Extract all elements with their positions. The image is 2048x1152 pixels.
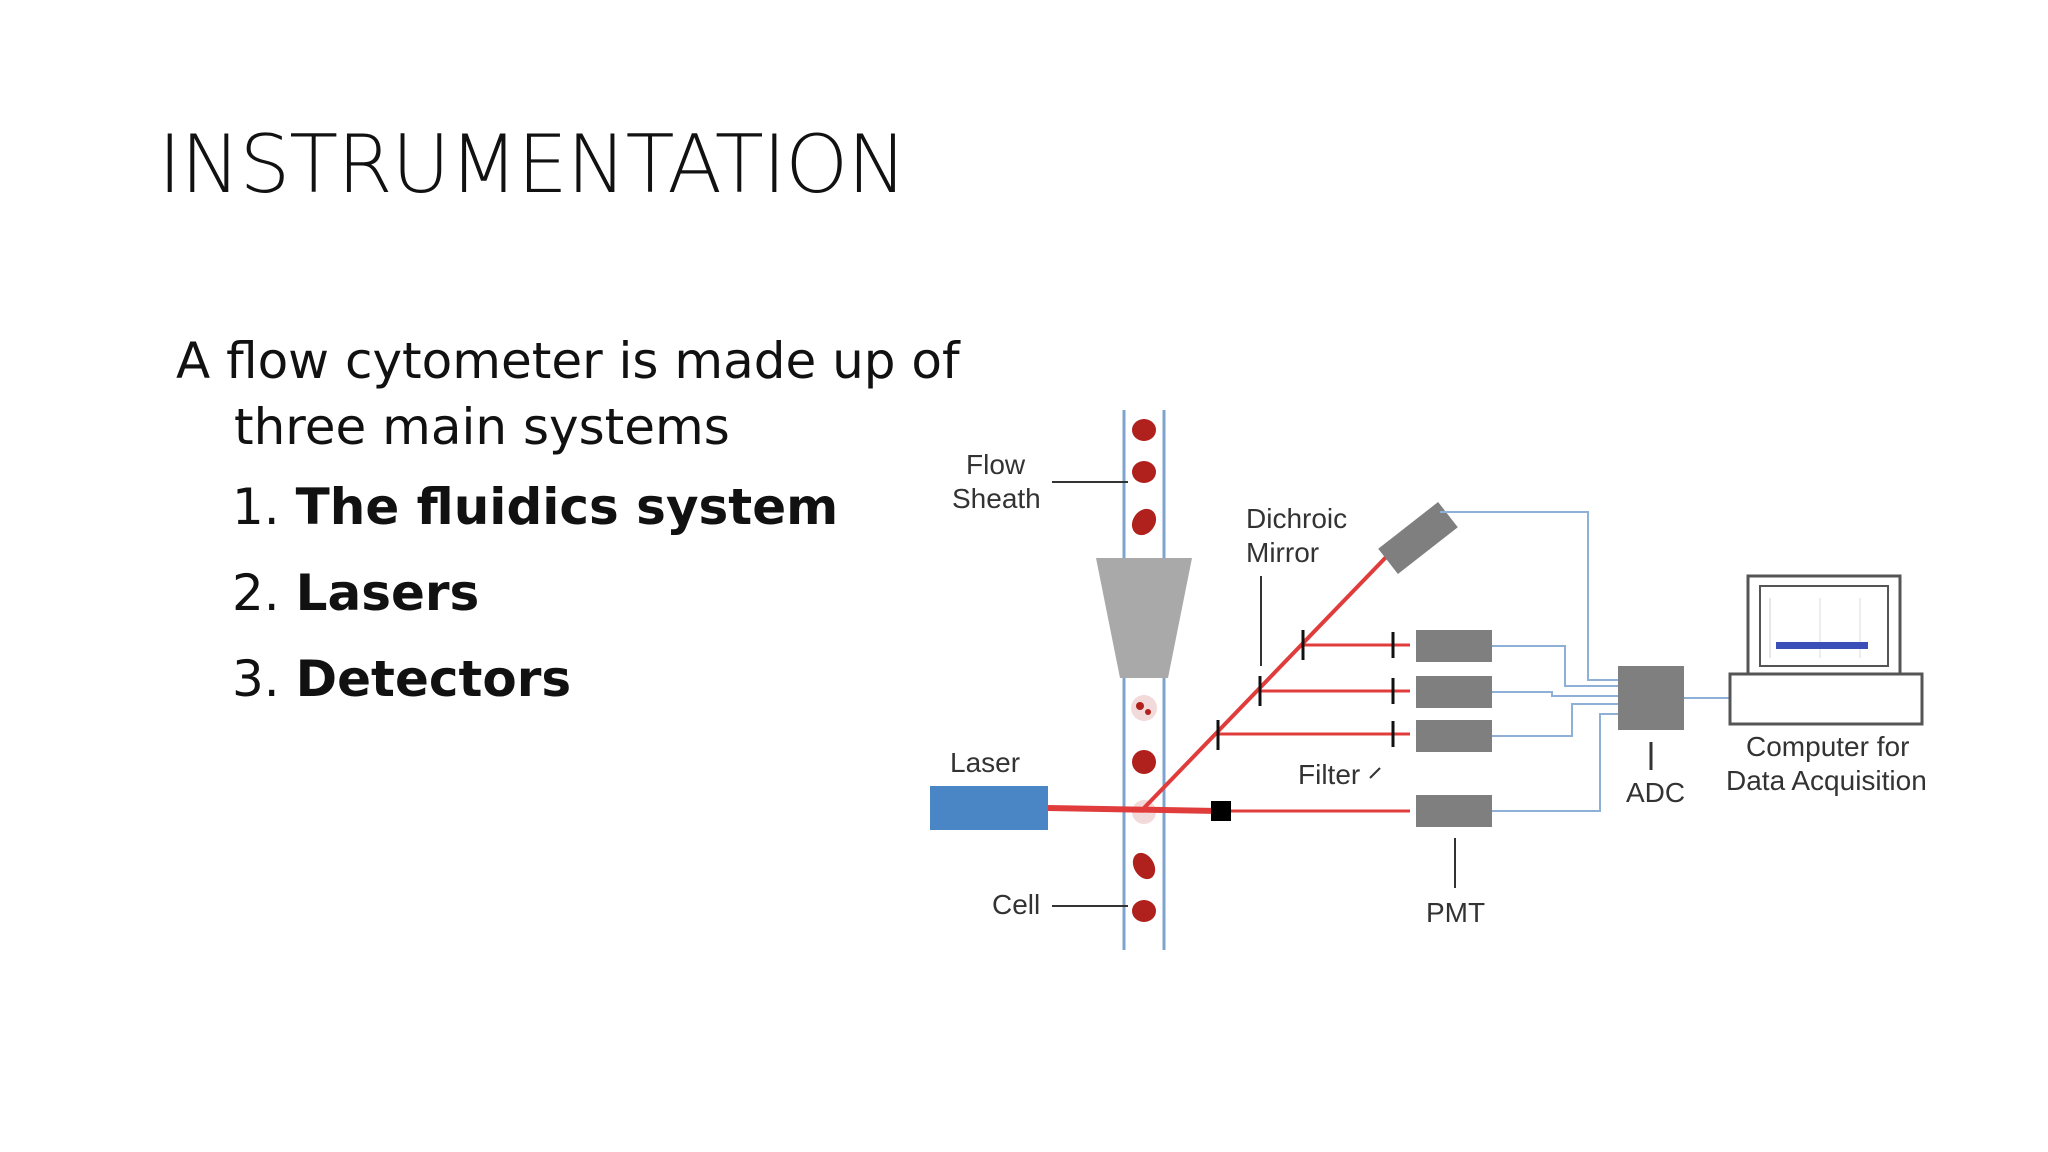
list-item: 1. The fluidics system [232, 478, 838, 564]
systems-list: 1. The fluidics system 2. Lasers 3. Dete… [232, 478, 838, 736]
intro-line-1: A flow cytometer is made up of [176, 332, 960, 390]
beam-blocker-icon [1211, 801, 1231, 821]
adc-icon [1618, 666, 1684, 730]
detectors [1378, 501, 1492, 827]
label-computer-line1: Computer for [1746, 731, 1909, 762]
cell-icon [1132, 852, 1156, 880]
signal-wires [1440, 511, 1730, 812]
label-sheath: Sheath [952, 483, 1041, 514]
screen-data-bar [1776, 642, 1868, 649]
side-detector-icon [1378, 501, 1458, 575]
cell-icon [1131, 508, 1157, 536]
pmt-icon [1416, 795, 1492, 827]
label-dichroic: Dichroic [1246, 503, 1347, 534]
cell-icon [1132, 419, 1156, 441]
cell-icon [1131, 695, 1157, 721]
slide-title: INSTRUMENTATION [158, 118, 907, 211]
label-flow: Flow [966, 449, 1026, 480]
list-item-number: 1. [232, 478, 280, 536]
flow-cytometer-diagram: Flow Sheath Dichroic Mirror Laser Filter… [930, 410, 1927, 950]
intro-line-2: three main systems [234, 398, 730, 456]
flow-sheath-tube [1122, 410, 1166, 950]
label-mirror: Mirror [1246, 537, 1319, 568]
label-cell: Cell [992, 889, 1040, 920]
list-item-number: 3. [232, 650, 280, 708]
list-item-label: Lasers [295, 564, 480, 622]
label-computer-line2: Data Acquisition [1726, 765, 1927, 796]
detector-icon [1416, 630, 1492, 662]
list-item-label: Detectors [295, 650, 572, 708]
laser-icon [930, 786, 1048, 830]
label-filter: Filter [1298, 759, 1360, 790]
list-item: 3. Detectors [232, 650, 838, 736]
leader-lines [1052, 481, 1456, 907]
label-pmt: PMT [1426, 897, 1485, 928]
nozzle-funnel [1096, 558, 1192, 678]
detector-icon [1416, 676, 1492, 708]
label-adc: ADC [1626, 777, 1685, 808]
list-item-label: The fluidics system [295, 478, 839, 536]
cell-icon [1132, 461, 1156, 483]
computer-icon [1728, 574, 1924, 726]
label-laser: Laser [950, 747, 1020, 778]
laser-beams [1047, 551, 1410, 814]
intro-text: A flow cytometer is made up of three mai… [176, 328, 976, 460]
dichroic-mirrors [1216, 630, 1305, 750]
cell-icon [1132, 750, 1156, 774]
list-item-number: 2. [232, 564, 280, 622]
list-item: 2. Lasers [232, 564, 838, 650]
cell-icon [1132, 900, 1156, 922]
detector-icon [1416, 720, 1492, 752]
